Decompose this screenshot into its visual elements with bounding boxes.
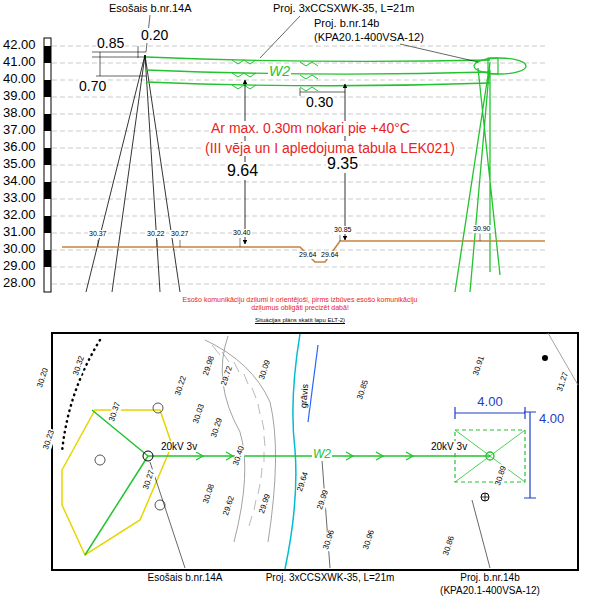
- axis-level: 29.00: [2, 259, 37, 273]
- dimension: 4.00: [476, 395, 503, 409]
- footprint-diagonals: [455, 430, 525, 482]
- ground-level: 29.64: [298, 251, 318, 259]
- warning-note: Esošo komunikāciju dziļumi ir orientējoš…: [169, 296, 431, 311]
- ditch: [285, 334, 300, 569]
- ground-level: 30.27: [170, 230, 190, 238]
- pole-name: Proj. b.nr.14b: [313, 17, 380, 29]
- plan-level: 30.86: [442, 534, 457, 558]
- stay-symbol: [95, 455, 105, 465]
- footprint-dimensions: [455, 407, 536, 498]
- pole-footprint: [455, 430, 525, 482]
- plan-level: 30.96: [322, 528, 337, 552]
- projected-pole: [455, 62, 500, 292]
- plan-level: 30.09: [258, 358, 273, 382]
- protection-zone: [62, 410, 172, 555]
- plan-level: 30.20: [36, 366, 51, 390]
- pole-name: Esošais b.nr.14A: [146, 572, 223, 583]
- ground-level: 30.85: [333, 226, 353, 234]
- axis-level: 37.00: [2, 123, 37, 137]
- line-direction-marks: [196, 452, 413, 460]
- ground-level: 30.40: [232, 229, 252, 237]
- pole-head: [474, 58, 526, 74]
- plan-level: 30.27: [142, 468, 157, 492]
- voltage-label: 20kV 3v: [160, 441, 198, 452]
- dimension: 0.85: [96, 36, 125, 51]
- plan-level: 31.27: [556, 370, 571, 394]
- plan-level: 29.99: [258, 492, 273, 516]
- voltage-label: 20kV 3v: [430, 441, 468, 452]
- axis-level: 35.00: [2, 157, 37, 171]
- axis-blocks: [44, 46, 51, 267]
- plan-level: 30.23: [42, 428, 57, 452]
- survey-cross: [481, 493, 489, 501]
- pole-type: (KPA20.1-400VSA-12): [313, 31, 425, 43]
- reference-note: Situācijas plāns skatīt lapu ELT-2): [254, 317, 346, 324]
- plan-level: 29.98: [202, 354, 217, 378]
- plan-level: 30.96: [362, 528, 377, 552]
- plan-level: 30.40: [232, 444, 247, 468]
- sag-note: Ar max. 0.30m nokari pie +40°C: [210, 121, 411, 136]
- plan-level: 30.37: [108, 400, 123, 424]
- cable-name: Proj. 3xCCSXWK-35, L=21m: [265, 572, 396, 583]
- plan-line: [85, 410, 490, 555]
- plan-level: 30.22: [174, 374, 189, 398]
- ground-level: 30.22: [146, 230, 166, 238]
- axis-level: 30.00: [2, 242, 37, 256]
- pole-type: (KPA20.1-400VSA-12): [439, 585, 541, 596]
- pole-insulator: [488, 58, 498, 74]
- stay-symbol: [155, 500, 165, 510]
- plan-level: 30.89: [494, 464, 509, 488]
- survey-point: [481, 493, 489, 501]
- plan-level: 29.72: [220, 364, 235, 388]
- stay-symbol: [153, 403, 163, 413]
- clearance-value: 9.64: [226, 162, 259, 180]
- pole-name: Esošais b.nr.14A: [108, 2, 193, 14]
- ground-level: 30.37: [88, 230, 108, 238]
- axis-level: 31.00: [2, 225, 37, 239]
- slope-hatching: [212, 345, 265, 526]
- dimension: 4.00: [538, 412, 565, 426]
- plan-level: 30.03: [192, 402, 207, 426]
- axis-level: 32.00: [2, 208, 37, 222]
- survey-dot: [542, 355, 548, 361]
- clearance-value: 9.35: [326, 155, 359, 173]
- conductors: [146, 57, 490, 86]
- axis-level: 33.00: [2, 191, 37, 205]
- plan-level: 30.91: [472, 354, 487, 378]
- slope-contours: [205, 336, 276, 542]
- plan-level: 29.62: [222, 494, 237, 518]
- dimension: 0.20: [140, 28, 169, 43]
- axis-level: 36.00: [2, 140, 37, 154]
- plan-level: 30.85: [356, 378, 371, 402]
- axis-level: 38.00: [2, 106, 37, 120]
- plan-level: 29.99: [316, 488, 331, 512]
- line-code: W2: [312, 448, 332, 461]
- leader-lines: [146, 15, 478, 62]
- line-code: W2: [268, 64, 291, 79]
- grid-lines: [52, 46, 545, 284]
- axis-level: 41.00: [2, 55, 37, 69]
- plan-level: 30.29: [210, 416, 225, 440]
- ground-level: 29.64: [320, 251, 340, 259]
- axis-level: 40.00: [2, 72, 37, 86]
- axis-level: 42.00: [2, 38, 37, 52]
- ground-level: 30.90: [472, 225, 492, 233]
- ditch-name: grāvis: [299, 383, 311, 410]
- leader-lines: [150, 460, 490, 568]
- axis-level: 28.00: [2, 276, 37, 290]
- plan-level: 30.32: [72, 354, 87, 378]
- axis-bar: [44, 38, 51, 292]
- dimension: 0.30: [305, 95, 334, 110]
- axis-level: 39.00: [2, 89, 37, 103]
- dimension: 0.70: [78, 79, 107, 94]
- plan-level: 29.64: [296, 470, 311, 494]
- plan-level: 30.08: [202, 482, 217, 506]
- pole-name: Proj. b.nr.14b: [459, 572, 520, 583]
- cable-name: Proj. 3xCCSXWK-35, L=21m: [272, 2, 416, 14]
- existing-pole-symbol: [143, 451, 153, 461]
- axis-level: 34.00: [2, 174, 37, 188]
- ground-line: [62, 241, 545, 262]
- plan-frame: [52, 333, 578, 570]
